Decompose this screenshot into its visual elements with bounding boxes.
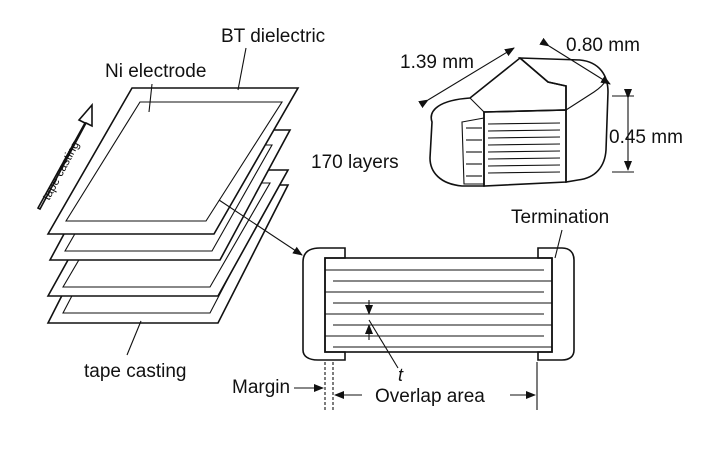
ni-electrode-area — [65, 101, 284, 222]
length-dimension — [418, 47, 515, 109]
left-termination — [302, 247, 346, 361]
ceramic-body — [324, 257, 553, 353]
sheet-top — [46, 87, 300, 235]
right-termination — [537, 247, 575, 361]
chip-capacitor-3d — [429, 56, 609, 187]
chip-internal-layers — [466, 122, 561, 177]
chip-dimensions: 1.39 mm 0.80 mm 0.45 mm — [400, 35, 683, 173]
layers-label: 170 layers — [311, 152, 399, 173]
bt-dielectric-label: BT dielectric — [221, 26, 325, 47]
width-label: 0.80 mm — [566, 35, 640, 56]
length-label: 1.39 mm — [400, 52, 474, 73]
ni-electrode-leader — [148, 83, 153, 113]
height-label: 0.45 mm — [609, 127, 683, 148]
overlap-area-label: Overlap area — [375, 386, 485, 407]
mlcc-cross-section: t — [302, 247, 575, 385]
green-sheet-stack — [46, 87, 300, 324]
bt-dielectric-leader — [237, 47, 247, 91]
ni-electrode-label: Ni electrode — [105, 61, 206, 82]
termination-label: Termination — [511, 207, 609, 228]
thickness-label: t — [398, 365, 404, 385]
margin-overlap-dimensions: Margin Overlap area — [232, 362, 538, 412]
width-dimension — [539, 37, 611, 85]
internal-electrodes — [325, 269, 552, 348]
termination-leader — [554, 229, 563, 259]
tape-casting-label: tape casting — [84, 361, 186, 382]
thickness-leader — [368, 319, 399, 369]
margin-label: Margin — [232, 377, 290, 398]
stack-to-section-arrow — [218, 199, 303, 256]
tape-casting-leader — [126, 320, 142, 356]
